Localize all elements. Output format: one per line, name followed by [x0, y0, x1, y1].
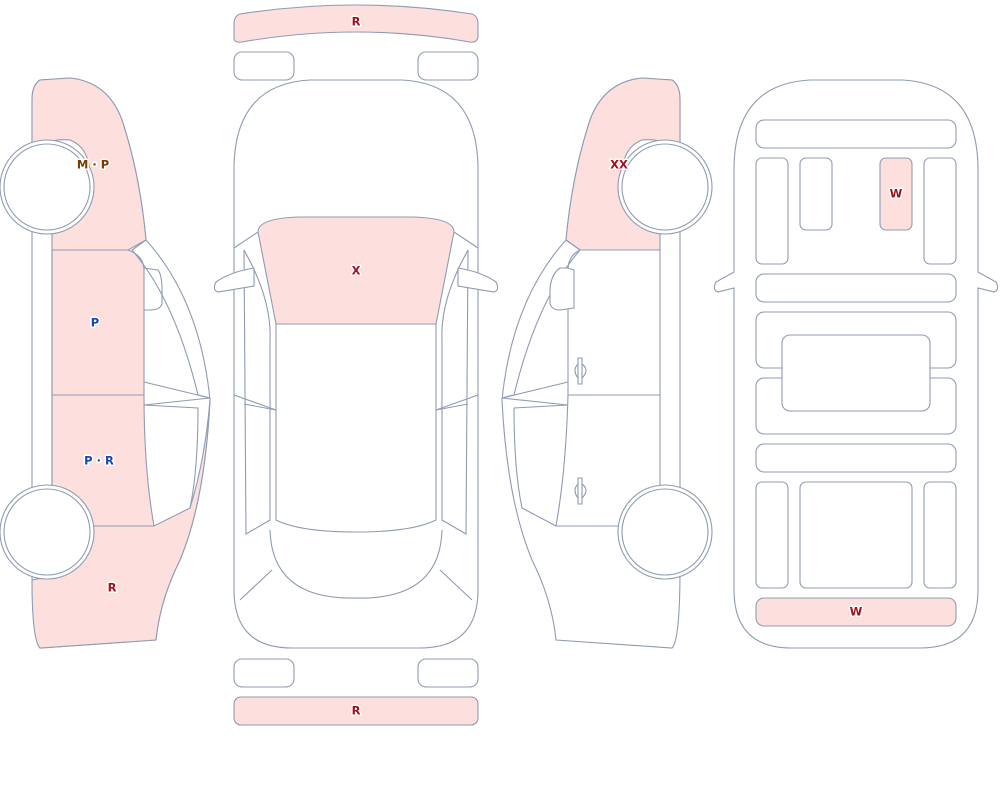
left-mirror	[213, 267, 255, 293]
underside-view: W W	[713, 79, 999, 649]
left-quarter-label: R	[108, 581, 117, 595]
front-right-lamp	[417, 51, 479, 81]
front-bumper-panel[interactable]	[233, 4, 479, 43]
top-view: R X R	[213, 4, 499, 726]
windshield-hood-label: X	[352, 264, 361, 278]
left-front-door-panel[interactable]	[51, 249, 145, 396]
front-left-lamp	[233, 51, 295, 81]
right-mirror-side	[549, 267, 575, 311]
underside-rear-label: W	[850, 605, 863, 619]
left-fender-label: M · P	[77, 158, 109, 172]
right-front-door-handle	[577, 357, 583, 385]
underside-center-tunnel	[781, 334, 931, 412]
underside-floor-panel[interactable]	[879, 157, 913, 231]
right-mirror	[457, 267, 499, 293]
left-side-view: M · P P P · R R	[0, 77, 211, 649]
rear-bumper-panel[interactable]	[233, 696, 479, 726]
windshield-hood-panel[interactable]	[257, 216, 455, 325]
rear-bumper-label: R	[352, 704, 361, 718]
front-bumper-label: R	[352, 15, 361, 29]
left-rear-door-label: P · R	[84, 454, 114, 468]
underside-floor-label: W	[890, 187, 903, 201]
underside-rear-panel[interactable]	[755, 597, 957, 627]
rear-right-lamp	[417, 658, 479, 688]
left-front-door-label: P	[91, 316, 99, 330]
right-side-view: XX	[501, 77, 713, 649]
top-body-outline	[233, 79, 479, 649]
right-fender-label: XX	[610, 158, 628, 172]
right-rear-door-handle	[577, 477, 583, 505]
rear-left-lamp	[233, 658, 295, 688]
